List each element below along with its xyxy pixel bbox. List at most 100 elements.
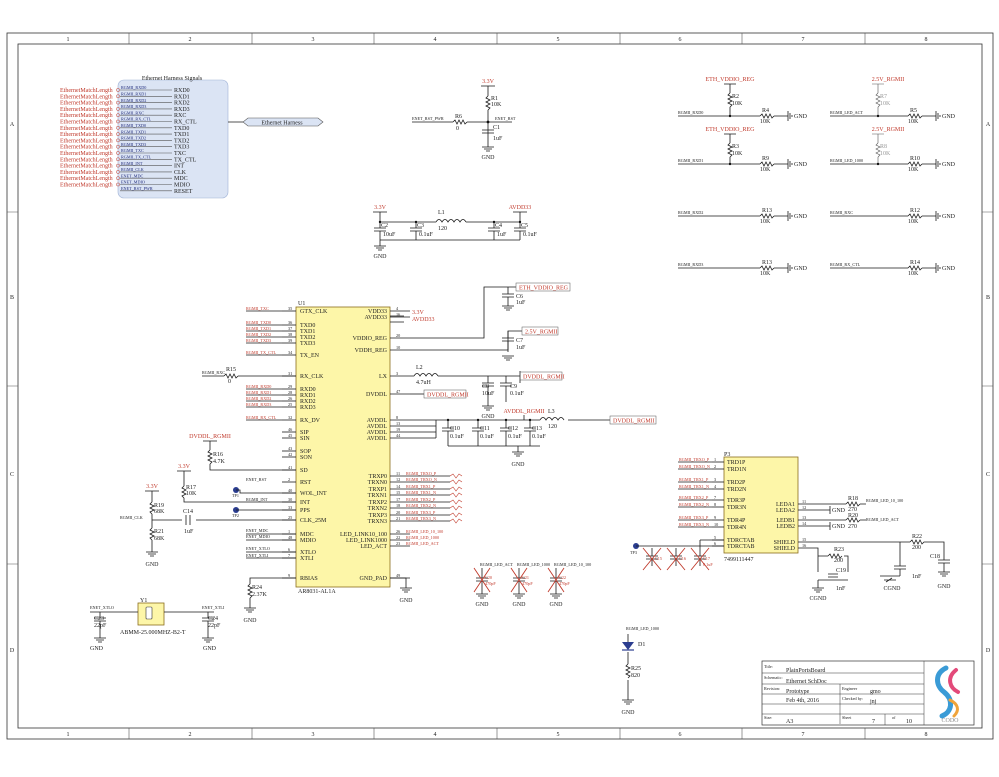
u1-pin-number: 36 [288,320,292,325]
strap-res-ref: R13 [762,208,772,214]
strap-pullup-ref: R2 [732,94,739,100]
harness-ref-label: EthernetMatchLength [60,157,113,163]
u1-pin-name: RXD3 [300,405,316,411]
harness-ref-label: EthernetMatchLength [60,101,113,107]
u1-pin-name: LX [379,374,388,380]
svg-text:ENET_MDC: ENET_MDC [246,528,269,533]
harness-net-label: ENET_MDIO [121,180,145,185]
u1-pin-number: 4 [396,306,399,311]
svg-text:GND: GND [476,602,490,608]
u1-pin-number: 41 [288,465,292,470]
harness-net-label: RGMII_TXC [121,148,144,153]
l1-value: 120 [438,226,447,232]
strap-rail: ETH_VDDIO_REG [706,77,756,83]
svg-text:270: 270 [848,507,857,513]
u1-left-net: RGMII_TX_CTL [246,350,276,355]
u1-pin-number: 29 [288,384,292,389]
u1-pin-number: 23 [396,541,400,546]
u1-power: ETH_VDDIO_REG C6 1uF 2.5V_RGMII C7 1uF L… [390,282,657,604]
harness-pin-label: RXD2 [174,101,190,107]
avddl-cap-value: 0.1uF [508,434,523,440]
svg-text:C8: C8 [482,384,489,390]
avddl-cap-ref: C12 [508,426,518,432]
svg-text:68K: 68K [154,509,165,515]
svg-text:3.3V: 3.3V [178,464,191,470]
grid-col-label: 6 [679,37,682,43]
strap-res-ref: R5 [910,108,917,114]
u1-pin-number: 40 [288,488,292,493]
u1-pin-number: 32 [288,415,292,420]
dnp-cap-ref: C20 [485,575,492,580]
strap-res-ref: R14 [910,260,920,266]
u1-pin-name: TRXN2 [368,506,387,512]
grid-col-label: 2 [189,732,192,738]
strap-pullup-ref: R3 [732,144,739,150]
grid-col-label: 7 [802,37,805,43]
avddl-cap-ref: C13 [532,426,542,432]
strap-res-value: 10K [908,119,919,125]
filter-cap-value: 0.1uF [419,232,434,238]
u1-pin-name: RXD2 [300,399,316,405]
harness-port[interactable] [242,117,324,127]
harness-net-label: ENET_RST_PWR [121,186,153,191]
svg-text:GND: GND [832,524,846,530]
p3-body [723,456,799,554]
harness-net-label: RGMII_TXD0 [121,123,146,128]
u1-pin-name: LED_LINK1000 [346,538,387,544]
u1-pin-number: 6 [288,547,290,552]
u1-pin-number: 25 [288,515,292,520]
u1-pin-name: SD [300,468,308,474]
grid-col-label: 4 [434,37,437,43]
u1-left-net: RGMII_RXD1 [246,390,271,395]
svg-text:GND: GND [794,162,808,168]
filter-cap-value: 10uF [383,232,396,238]
svg-text:GND: GND [622,710,636,716]
codo-logo: CODO [935,665,960,724]
strap-rail: 2.5V_RGMII [872,127,905,133]
harness-pin-label: RXC [174,113,186,119]
u1-pin-number: 26 [396,529,400,534]
harness-net-label: RGMII_RXD1 [121,92,146,97]
c1-ref: C1 [493,125,500,131]
u1-pin-number: 11 [396,471,400,476]
harness-ref-label: EthernetMatchLength [60,151,113,157]
u1-left-net: RGMII_INT [246,497,268,502]
svg-text:2.37K: 2.37K [252,592,268,598]
svg-text:ENET_XTLI: ENET_XTLI [202,605,225,610]
strap-pullup-value: 10K [732,151,743,157]
p3-pin-name: LEDB2 [776,524,795,530]
u1-pin-name: RX_CLK [300,374,324,380]
strap-res-value: 10K [760,119,771,125]
grid-row-label: C [986,472,990,478]
svg-text:GND: GND [938,584,952,590]
u1-pin-number: 31 [288,371,292,376]
svg-text:820: 820 [631,673,640,679]
grid-col-label: 7 [802,732,805,738]
u1-left-net: RGMII_TXD2 [246,332,271,337]
svg-text:270: 270 [848,524,857,530]
svg-text:3.3V: 3.3V [412,310,425,316]
svg-text:GND: GND [550,602,564,608]
u1-pin-name: MDC [300,532,314,538]
u1-pin-name: DVDDL [366,392,387,398]
p3-pin-number: 13 [802,515,806,520]
grid-col-label: 8 [925,37,928,43]
u1-pin-number: 49 [396,573,400,578]
svg-text:C16: C16 [679,556,686,561]
u1-pin-number: 10 [396,345,400,350]
harness-pin-label: RXD1 [174,94,190,100]
u1-pin-number: 42 [288,452,292,457]
svg-text:ENET_XTLI: ENET_XTLI [246,553,269,558]
harness-pin-label: TXD0 [174,126,189,132]
svg-text:C17: C17 [703,556,710,561]
filter-cap-ref: C5 [521,223,528,229]
dnp-cap-ref: C22 [559,575,566,580]
strap-res-ref: R9 [762,156,769,162]
strap-net: RGMII_RXD1 [678,158,703,163]
svg-text:R20: R20 [848,513,858,519]
u1-pin-number: 22 [396,535,400,540]
u1-pin-name: WOL_INT [300,491,327,497]
strap-net: RGMII_LED_ACT [830,110,863,115]
harness-pin-label: RX_CTL [174,120,197,126]
svg-text:0.1uF: 0.1uF [510,391,525,397]
